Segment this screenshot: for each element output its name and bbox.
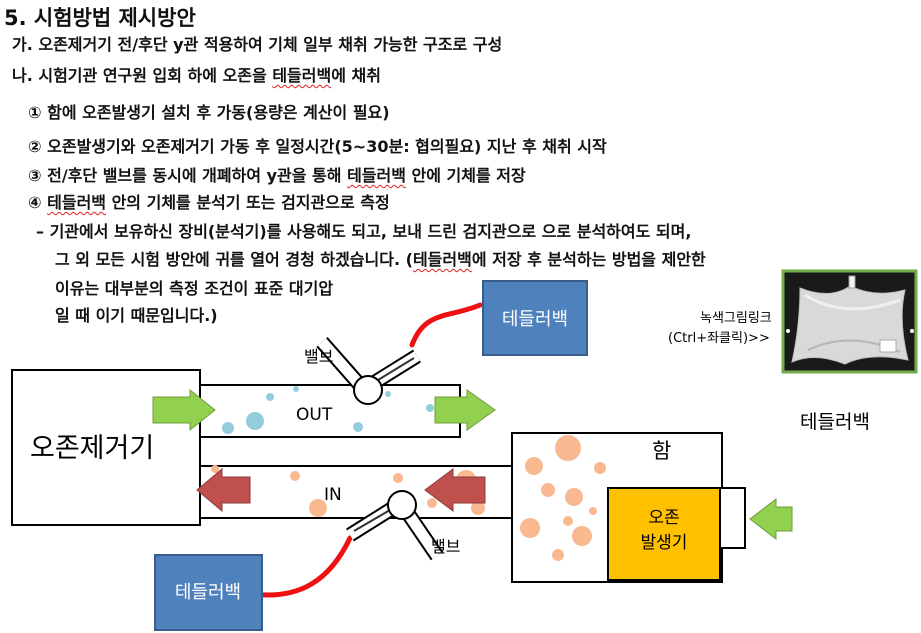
step-marker: ③ xyxy=(28,166,42,185)
ozone-bubble xyxy=(541,483,555,497)
tedlar-word: 테들러백 xyxy=(272,66,332,85)
tedlar-word: 테들러백 xyxy=(47,193,107,212)
ozone-bubble xyxy=(309,499,327,517)
photo-hint-line2: (Ctrl+좌클릭)>> xyxy=(668,331,770,346)
step-marker: ④ xyxy=(28,193,42,212)
note-text: 그 외 모든 시험 방안에 귀를 열어 경청 하겠습니다. ( xyxy=(55,250,413,269)
ozone-bubble xyxy=(589,507,597,515)
note-text-tail: 에 저장 후 분석하는 방법을 제안한 xyxy=(471,250,706,269)
step-4: ④ 테들러백 안의 기체를 분석기 또는 검지관으로 측정 xyxy=(28,189,390,213)
ozone-generator-box xyxy=(607,487,721,581)
tedlar-bag-bottom-label: 테들러백 xyxy=(175,582,241,603)
valve-bottom-label: 밸브 xyxy=(431,537,460,556)
ozone-remover-label: 오존제거기 xyxy=(30,433,154,464)
step-text: 함에 오존발생기 설치 후 가동(용량은 계산이 필요) xyxy=(47,103,390,122)
step-text: 오존발생기와 오존제거기 가동 후 일정시간(5~30분: 협의필요) 지난 후… xyxy=(47,137,607,156)
flow-arrow-right-icon xyxy=(152,388,216,432)
item-na-tail: 에 채취 xyxy=(331,66,381,85)
note-line-2: 그 외 모든 시험 방안에 귀를 열어 경청 하겠습니다. (테들러백에 저장 … xyxy=(55,246,706,270)
valve-bottom xyxy=(346,490,444,561)
photo-hint-line1: 녹색그림링크 xyxy=(700,311,772,326)
step-text: 전/후단 밸브를 동시에 개폐하여 y관을 통해 xyxy=(47,166,348,185)
chamber-label: 함 xyxy=(652,439,671,463)
ozone-bubble xyxy=(211,465,219,473)
generator-label-line2: 발생기 xyxy=(641,533,688,553)
ozone-bubble xyxy=(222,422,234,434)
ozone-bubble xyxy=(385,391,391,397)
sampling-tube xyxy=(249,535,353,598)
step-text-tail: 안의 기체를 분석기 또는 검지관으로 측정 xyxy=(106,193,390,212)
note-line-4: 일 때 이기 때문입니다.) xyxy=(55,306,218,325)
valve-top xyxy=(316,337,421,405)
ozone-bubble xyxy=(293,386,299,392)
generator-inlet xyxy=(717,487,746,549)
step-text-tail: 안에 기체를 저장 xyxy=(405,166,526,185)
step-3: ③ 전/후단 밸브를 동시에 개폐하여 y관을 통해 테들러백 안에 기체를 저… xyxy=(28,162,526,186)
valve-top-label: 밸브 xyxy=(304,347,333,366)
generator-label-line1: 오존 xyxy=(648,508,679,528)
ozone-bubble xyxy=(290,471,300,481)
ozone-bubble xyxy=(552,549,564,561)
ozone-bubble xyxy=(471,501,485,515)
tedlar-word: 테들러백 xyxy=(347,166,406,185)
ozone-bubble xyxy=(427,498,437,508)
photo-caption: 테들러백 xyxy=(800,411,870,433)
out-label: OUT xyxy=(296,405,333,425)
ozone-bubble xyxy=(525,457,543,475)
ozone-bubble xyxy=(266,393,274,401)
ozone-bubble xyxy=(572,526,592,546)
ozone-remover-box xyxy=(11,369,201,526)
tedlar-bag-top xyxy=(482,280,588,356)
ozone-bubble xyxy=(520,518,540,538)
tedlar-bag-photo-link[interactable] xyxy=(781,269,918,374)
ozone-bubble xyxy=(393,473,403,483)
in-label: IN xyxy=(324,485,342,505)
ozone-bubble xyxy=(594,462,606,474)
item-na-text: 나. 시험기관 연구원 입회 하에 오존을 xyxy=(12,66,273,85)
tedlar-bag-top-label: 테들러백 xyxy=(502,309,568,330)
note-line-1: – 기관에서 보유하신 장비(분석기)를 사용해도 되고, 보내 드린 검지관으… xyxy=(36,222,692,241)
flow-arrow-left-icon xyxy=(196,467,251,513)
step-1: ① 함에 오존발생기 설치 후 가동(용량은 계산이 필요) xyxy=(28,99,390,123)
ozone-bubble xyxy=(555,435,581,461)
tedlar-bag-bottom xyxy=(154,554,263,631)
step-marker: ① xyxy=(28,103,42,122)
ozone-bubble xyxy=(246,412,264,430)
flow-arrow-left-icon xyxy=(749,497,793,541)
step-marker: ② xyxy=(28,137,42,156)
ozone-bubble xyxy=(563,516,573,526)
ozone-bubble xyxy=(565,488,583,506)
sampling-tube xyxy=(409,302,483,348)
note-line-3: 이유는 대부분의 측정 조건이 표준 대기압 xyxy=(55,279,334,298)
flow-arrow-left-icon xyxy=(424,468,486,512)
ozone-bubble xyxy=(353,422,363,432)
item-ga: 가. 오존제거기 전/후단 y관 적용하여 기체 일부 채취 가능한 구조로 구… xyxy=(12,35,503,54)
item-na: 나. 시험기관 연구원 입회 하에 오존을 테들러백에 채취 xyxy=(12,62,381,86)
section-title: 5. 시험방법 제시방안 xyxy=(4,6,196,30)
flow-arrow-right-icon xyxy=(434,389,496,431)
ozone-bubble xyxy=(426,404,434,412)
step-2: ② 오존발생기와 오존제거기 가동 후 일정시간(5~30분: 협의필요) 지난… xyxy=(28,133,607,157)
tedlar-word: 테들러백 xyxy=(412,250,472,269)
